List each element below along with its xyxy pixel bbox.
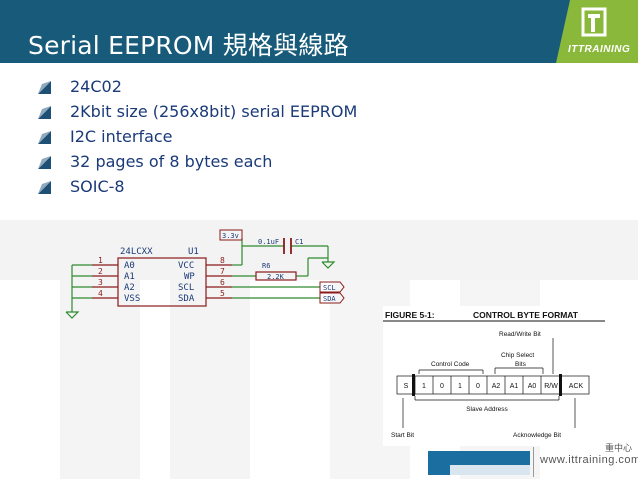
bullet-icon: [38, 181, 51, 194]
bit-cell: 0: [476, 383, 480, 390]
read-write-bit-label: Read/Write Bit: [499, 331, 541, 338]
footer-url[interactable]: www.ittraining.com.tw: [540, 454, 638, 466]
pin-number-6: 6: [220, 278, 225, 287]
pin-label-scl: SCL: [178, 283, 194, 293]
logo-text: ITTRAINING: [568, 44, 631, 55]
chip-ref: U1: [188, 247, 199, 257]
pin-label-vcc: VCC: [178, 261, 194, 271]
pin-label-a1: A1: [124, 272, 135, 282]
bullet-text: 2Kbit size (256x8bit) serial EEPROM: [70, 102, 358, 121]
title-bar: [0, 0, 638, 63]
figure-number: FIGURE 5-1:: [385, 310, 435, 320]
bullet-item: 24C02: [38, 74, 357, 99]
cap-ref: C1: [295, 238, 303, 246]
footer-tag: 重中心: [605, 444, 633, 454]
bullet-icon: [38, 156, 51, 169]
bit-cell: ACK: [569, 383, 584, 390]
pin-label-wp: WP: [184, 272, 195, 282]
pin-number-1: 1: [98, 256, 103, 265]
slave-address-label: Slave Address: [466, 406, 508, 413]
control-code-label: Control Code: [431, 361, 470, 368]
scl-net-label: SCL: [323, 284, 336, 292]
pin-label-a2: A2: [124, 283, 135, 293]
ittraining-logo-icon: [556, 0, 638, 63]
bullet-icon: [38, 131, 51, 144]
sda-net-label: SDA: [323, 295, 336, 303]
bits-label: Bits: [515, 361, 527, 368]
bullet-text: 24C02: [70, 77, 122, 96]
pin-number-7: 7: [220, 267, 225, 276]
control-byte-figure: FIGURE 5-1: CONTROL BYTE FORMAT Read/Wri…: [383, 306, 605, 446]
footer-logo: [428, 447, 534, 477]
pin-label-vss: VSS: [124, 294, 140, 304]
bullet-item: 32 pages of 8 bytes each: [38, 149, 357, 174]
eeprom-schematic: 24LCXX U1 A0 A1 A2 VSS VCC WP SCL SDA 1 …: [65, 229, 345, 319]
bullet-list: 24C02 2Kbit size (256x8bit) serial EEPRO…: [38, 74, 357, 199]
bullet-item: SOIC-8: [38, 174, 357, 199]
acknowledge-bit-label: Acknowledge Bit: [513, 432, 561, 439]
bit-cell: 0: [440, 383, 444, 390]
pin-number-5: 5: [220, 289, 225, 298]
chip-name: 24LCXX: [120, 247, 153, 257]
power-label: 3.3v: [222, 232, 239, 240]
bit-cell: A2: [492, 383, 501, 390]
pin-number-2: 2: [98, 267, 103, 276]
bullet-item: I2C interface: [38, 124, 357, 149]
bullet-text: SOIC-8: [70, 177, 125, 196]
bit-cell: 1: [458, 383, 462, 390]
bullet-text: I2C interface: [70, 127, 173, 146]
bit-cell: A1: [510, 383, 519, 390]
cap-value: 0.1uF: [258, 238, 279, 246]
resistor-value: 2.2K: [267, 273, 285, 281]
bullet-text: 32 pages of 8 bytes each: [70, 152, 273, 171]
bit-cell: R/W: [544, 383, 558, 390]
pin-label-a0: A0: [124, 261, 135, 271]
bit-cell: S: [404, 383, 409, 390]
bit-cell: A0: [528, 383, 537, 390]
page-title: Serial EEPROM 規格與線路: [28, 31, 349, 60]
resistor-ref: R6: [262, 262, 270, 270]
pin-number-4: 4: [98, 289, 103, 298]
bullet-icon: [38, 106, 51, 119]
start-bit-label: Start Bit: [391, 432, 414, 439]
bullet-icon: [38, 81, 51, 94]
bullet-item: 2Kbit size (256x8bit) serial EEPROM: [38, 99, 357, 124]
bit-cell: 1: [422, 383, 426, 390]
pin-label-sda: SDA: [178, 294, 195, 304]
figure-title: CONTROL BYTE FORMAT: [473, 310, 579, 320]
pin-number-3: 3: [98, 278, 103, 287]
chip-select-label: Chip Select: [501, 352, 534, 359]
pin-number-8: 8: [220, 256, 225, 265]
